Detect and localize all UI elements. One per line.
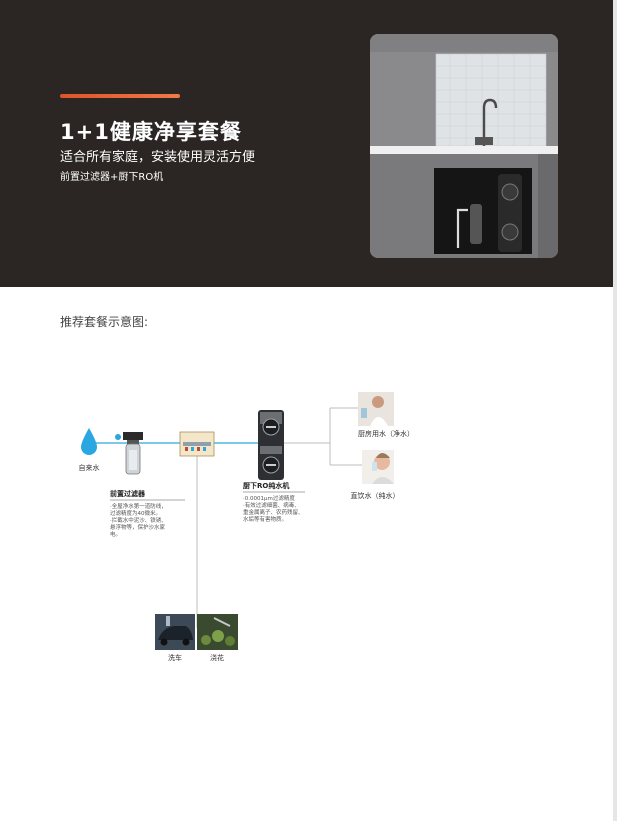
kitchen-water-photo (358, 392, 394, 426)
water-drop-icon (81, 428, 97, 455)
ro-desc-1: ·0.0001μm过滤精度 (243, 494, 295, 502)
hero-accent-bar (60, 94, 180, 98)
ro-machine (258, 410, 284, 480)
ro-desc-4: 水垢等有害物质。 (243, 515, 287, 523)
page-edge (613, 0, 617, 821)
hero-banner: 1+1健康净享套餐 适合所有家庭，安装使用灵活方便 前置过滤器+厨下RO机 (0, 0, 617, 287)
prefilter-desc-5: 电。 (110, 530, 121, 538)
kitchen-water-label: 厨房用水（净水） (358, 429, 414, 438)
car-wash-label: 洗车 (168, 653, 182, 662)
section-title: 推荐套餐示意图: (60, 315, 149, 329)
kitchen-photo (370, 34, 558, 258)
ro-desc-3: 重金属离子、农药残留、 (243, 508, 304, 516)
prefilter-name: 前置过滤器 (110, 489, 146, 498)
watering-label: 浇花 (210, 653, 224, 662)
prefilter-desc-1: ·全屋净水第一道防线， (110, 502, 167, 510)
watering-photo (197, 614, 238, 650)
source-label: 自来水 (79, 463, 100, 472)
drinking-water-label: 直饮水（纯水） (351, 491, 400, 500)
prefilter-desc-4: 悬浮物等，保护沙水家 (110, 523, 166, 531)
prefilter-desc-2: 过滤精度为40微米。 (110, 509, 161, 517)
ro-name: 厨下RO纯水机 (243, 481, 289, 490)
drinking-water-photo (362, 450, 394, 484)
car-wash-photo (155, 614, 195, 650)
prefilter-device (115, 432, 143, 475)
distribution-box (179, 431, 215, 457)
hero-combo: 前置过滤器+厨下RO机 (60, 172, 164, 183)
ro-desc-2: ·有效过滤细菌、病毒、 (243, 501, 300, 509)
prefilter-desc-3: ·拦截水中泥沙、铁锈、 (110, 516, 167, 524)
hero-title: 1+1健康净享套餐 (60, 120, 242, 144)
hero-subtitle: 适合所有家庭，安装使用灵活方便 (60, 150, 256, 165)
